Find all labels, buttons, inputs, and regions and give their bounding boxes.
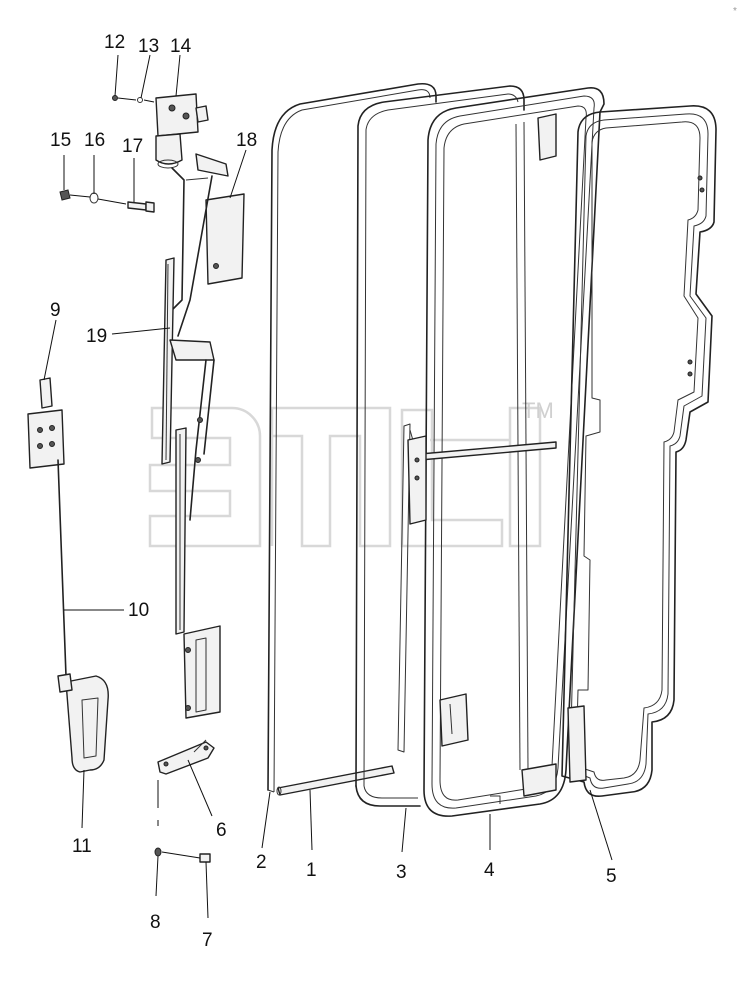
fasteners-7-8 (154, 780, 211, 863)
callout-6: 6 (216, 820, 227, 841)
callout-1: 1 (306, 860, 317, 881)
part-8-nut (154, 847, 162, 857)
callout-7: 7 (202, 930, 213, 951)
callout-labels: 1 2 3 4 5 6 7 8 9 10 11 12 13 14 15 16 1… (50, 32, 617, 951)
part-14-motor-bracket (155, 93, 199, 137)
callout-9: 9 (50, 300, 61, 321)
part-15-nut (59, 189, 71, 201)
part-10-rod (57, 459, 67, 677)
callout-14: 14 (170, 36, 192, 57)
callout-17: 17 (122, 136, 143, 157)
part-5-inner-panel (561, 105, 717, 798)
part-16-washer (89, 192, 99, 204)
part-2-outer-seal (267, 82, 437, 793)
callout-11: 11 (72, 836, 92, 857)
callout-8: 8 (150, 912, 161, 933)
callout-4: 4 (484, 860, 495, 881)
part-1-bottom-strip (276, 765, 395, 796)
callout-12: 12 (104, 32, 125, 53)
motor-assembly (112, 93, 209, 169)
callout-5: 5 (606, 866, 617, 887)
wiper-motor (155, 133, 183, 165)
part-11-handle (57, 673, 109, 773)
leader-lines (43, 54, 613, 919)
callout-19: 19 (86, 326, 107, 347)
part-3-rubber-seal-frame (355, 85, 525, 807)
watermark-logo: TM (148, 398, 554, 548)
corner-mark: * (733, 6, 737, 17)
part-19-wiper-blade (161, 257, 175, 465)
part-17-bolt (127, 201, 147, 211)
part-13-washer (137, 97, 143, 103)
part-12-screw (112, 95, 118, 101)
part-9-lock (27, 377, 65, 469)
callout-3: 3 (396, 862, 407, 883)
part-18-cover (205, 193, 245, 285)
part-4-door-frame (407, 87, 605, 817)
callout-16: 16 (84, 130, 105, 151)
watermark-tm: TM (522, 398, 554, 423)
callout-13: 13 (138, 36, 159, 57)
callout-15: 15 (50, 130, 71, 151)
lower-lock-block (183, 625, 221, 719)
fasteners-15-17 (59, 189, 155, 213)
part-7-screw (199, 853, 211, 863)
callout-10: 10 (128, 600, 149, 621)
callout-18: 18 (236, 130, 257, 151)
callout-2: 2 (256, 852, 267, 873)
part-6-bracket (157, 739, 215, 775)
wiper-arm-assembly (161, 153, 245, 635)
